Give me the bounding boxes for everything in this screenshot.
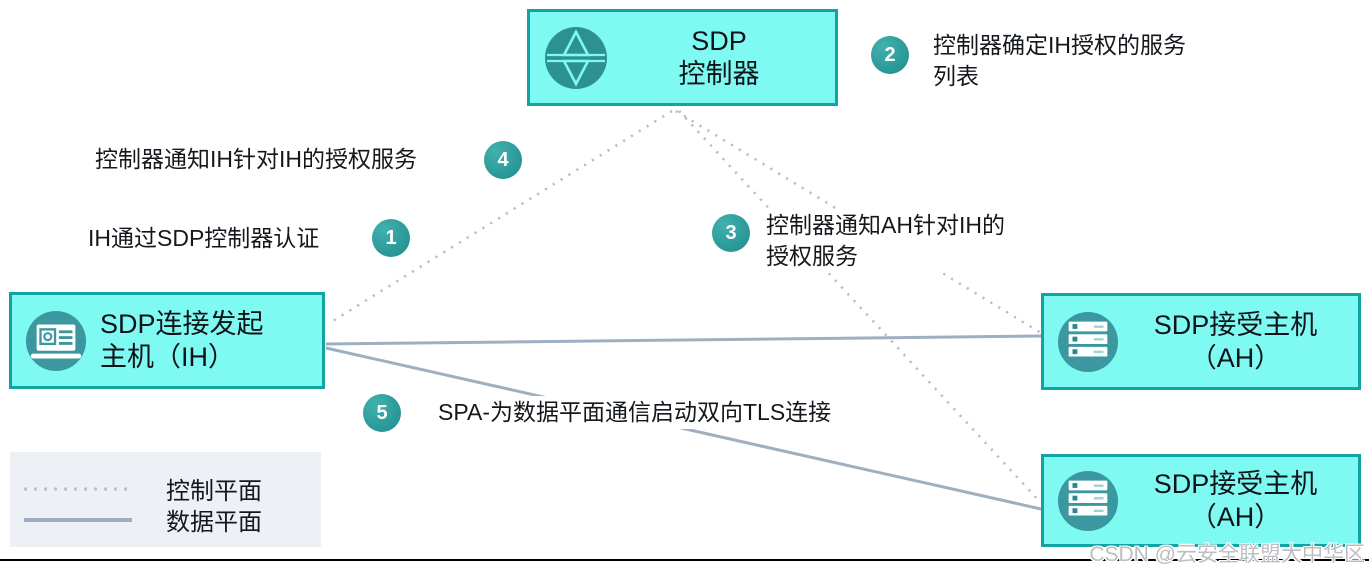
step-2-text: 控制器确定IH授权的服务 列表	[929, 29, 1190, 93]
solid-line-sample	[24, 517, 132, 522]
node-sdp-controller: SDP 控制器	[527, 9, 838, 106]
server-stack-icon	[1057, 311, 1119, 372]
legend-row-control-plane: 控制平面	[24, 473, 321, 505]
step-1-text: IH通过SDP控制器认证	[84, 222, 324, 255]
ih-label-line2: 主机（IH）	[100, 341, 235, 372]
step-3-text: 控制器通知AH针对IH的 授权服务	[762, 209, 1009, 273]
ah-top-label-line1: SDP接受主机	[1153, 309, 1318, 340]
sdp-controller-icon	[545, 26, 607, 89]
dotted-line-sample	[24, 487, 132, 490]
watermark: CSDN @云安全联盟大中华区	[1089, 543, 1365, 566]
controller-label-line1: SDP	[691, 25, 747, 56]
controller-label-line2: 控制器	[678, 58, 760, 89]
server-stack-icon	[1057, 470, 1119, 531]
legend-control-plane-label: 控制平面	[166, 478, 262, 505]
ah-bottom-label-line2: （AH）	[1189, 501, 1282, 532]
legend-data-plane-label: 数据平面	[166, 509, 262, 536]
ih-label-line1: SDP连接发起	[100, 308, 264, 339]
step-3-text-line2: 授权服务	[766, 243, 858, 269]
ah-bottom-label-line1: SDP接受主机	[1153, 468, 1318, 499]
legend-row-data-plane: 数据平面	[24, 504, 321, 536]
step-3-text-line1: 控制器通知AH针对IH的	[766, 212, 1005, 238]
step-2-text-line2: 列表	[933, 63, 979, 89]
node-sdp-initiating-host: SDP连接发起 主机（IH）	[9, 292, 325, 389]
step-2-badge: 2	[871, 36, 909, 74]
step-4-text: 控制器通知IH针对IH的授权服务	[91, 143, 421, 176]
control-line-controller-to-ah-bottom	[678, 110, 1042, 504]
data-line-ih-to-ah-top	[325, 334, 1042, 346]
bottom-divider	[0, 559, 1369, 561]
step-1-badge: 1	[372, 219, 410, 257]
node-sdp-accepting-host-top: SDP接受主机 （AH）	[1041, 293, 1361, 390]
ih-label: SDP连接发起 主机（IH）	[100, 308, 264, 374]
node-sdp-accepting-host-bottom: SDP接受主机 （AH）	[1041, 454, 1361, 547]
ah-top-label-line2: （AH）	[1189, 342, 1282, 373]
step-5-badge: 5	[363, 394, 401, 432]
step-2-text-line1: 控制器确定IH授权的服务	[933, 32, 1186, 58]
controller-label: SDP 控制器	[609, 25, 829, 91]
ah-top-label: SDP接受主机 （AH）	[1119, 309, 1352, 375]
laptop-icon	[25, 310, 87, 371]
step-5-text: SPA-为数据平面通信启动双向TLS连接	[434, 396, 836, 429]
step-4-badge: 4	[484, 141, 522, 179]
ah-bottom-label: SDP接受主机 （AH）	[1119, 468, 1352, 534]
legend: 控制平面 数据平面	[10, 452, 321, 547]
step-3-badge: 3	[712, 214, 750, 252]
